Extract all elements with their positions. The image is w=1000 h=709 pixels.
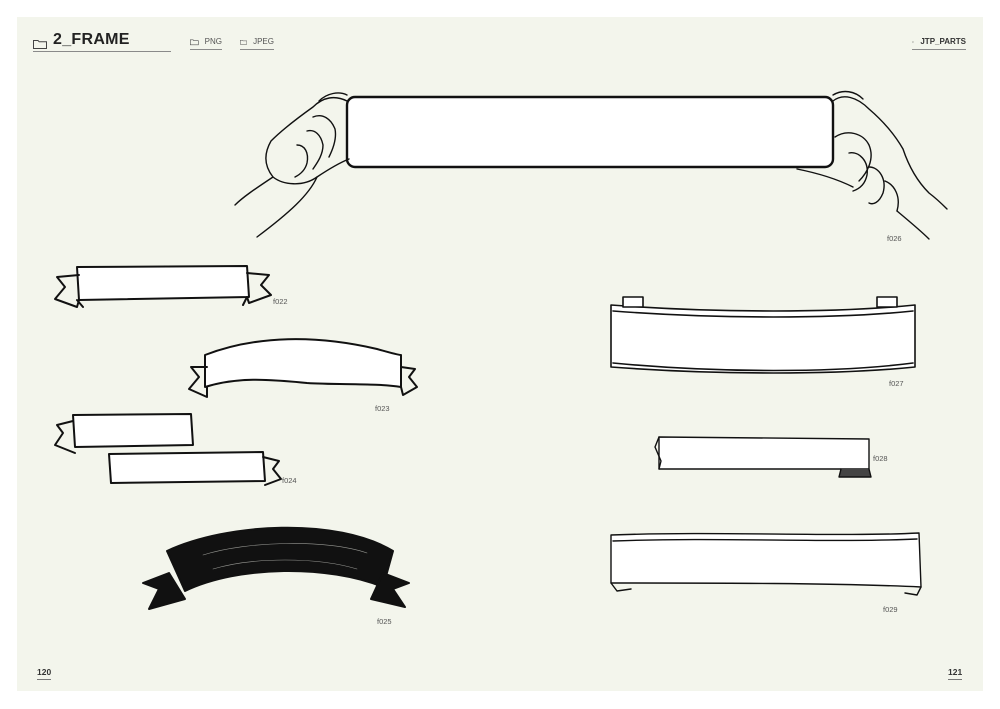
frame-f027[interactable] [610,296,916,374]
code-f029: f029 [883,605,898,614]
frame-f025[interactable] [142,526,410,610]
catalog-spread: 2_FRAME PNG JPEG JTP_PARTS [17,17,983,691]
frame-f026[interactable] [234,90,948,240]
frame-f022[interactable] [54,265,272,308]
code-f026: f026 [887,234,902,243]
code-f023: f023 [375,404,390,413]
page-number-right: 121 [948,667,963,680]
folder-icon [912,41,915,43]
tab-jtp-parts[interactable]: JTP_PARTS [912,37,966,50]
section-title: 2_FRAME [53,31,130,48]
frame-f029[interactable] [610,532,922,596]
code-f024: f024 [282,476,297,485]
code-f022: f022 [273,297,288,306]
frame-f023[interactable] [188,338,418,398]
frame-f024[interactable] [54,413,282,486]
tab-png[interactable]: PNG [190,37,222,50]
folder-icon [190,39,199,46]
tab-label: JPEG [253,37,274,46]
section-header: 2_FRAME [33,31,171,52]
page-number-left: 120 [37,667,52,680]
frame-f028[interactable] [654,436,872,478]
tab-label: JTP_PARTS [920,37,966,46]
folder-icon [33,40,47,49]
code-f025: f025 [377,617,392,626]
tab-jpeg[interactable]: JPEG [240,37,274,50]
tab-label: PNG [204,37,222,46]
code-f027: f027 [889,379,904,388]
code-f028: f028 [873,454,888,463]
frame-artwork [54,90,948,610]
folder-icon [240,39,248,45]
